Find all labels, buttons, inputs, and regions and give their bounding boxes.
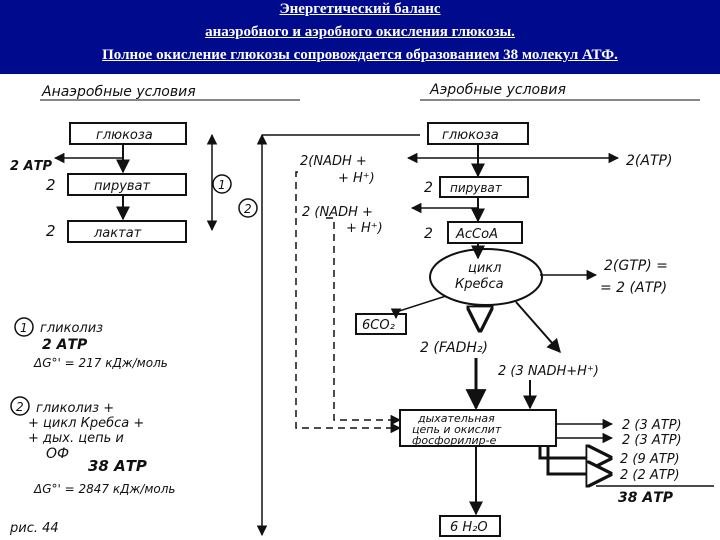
energy-balance-diagram: Анаэробные условия глюкоза 2 АТР 2 пирув…	[9, 82, 714, 537]
note-2-marker	[10, 396, 30, 416]
atp-result-3: 2 (9 АТР)	[620, 452, 680, 467]
atp-result-2: 2 (3 АТР)	[622, 433, 682, 448]
aerobic-glucose-box	[427, 122, 529, 145]
aerobic-heading: Аэробные условия	[429, 82, 566, 98]
aerobic-nadh3-label: 2 (3 NADH+H⁺)	[498, 364, 599, 379]
krebs-cycle-line1: цикл	[468, 261, 501, 276]
title-banner: Энергетический баланс анаэробного и аэро…	[0, 0, 720, 74]
range-1-marker	[212, 174, 232, 194]
aerobic-atp1-label: 2(АТР)	[626, 153, 672, 169]
note-2-line5: 38 АТР	[88, 457, 147, 475]
respiratory-chain-line1: дыхательная	[417, 412, 495, 425]
title-line-1: Энергетический баланс	[279, 1, 441, 17]
anaerobic-lactate-box	[67, 220, 187, 243]
anaerobic-pyruvate-coef: 2	[46, 176, 56, 194]
co2-label: 6CO₂	[362, 318, 395, 333]
aerobic-pyruvate-coef: 2	[424, 180, 433, 196]
aerobic-nadh2-line1: 2 (NADH +	[302, 205, 373, 220]
anaerobic-pyruvate-label: пируват	[94, 179, 151, 194]
aerobic-nadh1-line2: + H⁺)	[338, 171, 375, 186]
aerobic-nadh1-line1: 2(NADH +	[300, 154, 367, 169]
note-2-line3: + дых. цепь и	[28, 431, 124, 446]
respiratory-chain-line3: фосфорилир-е	[412, 434, 497, 447]
chain-atp-arrow-3	[538, 447, 610, 458]
title-line-3: Полное окисление глюкозы сопровождается …	[102, 47, 618, 63]
nadh1-dashed-line	[295, 171, 402, 434]
aerobic-pyruvate-box	[439, 176, 529, 198]
atp-result-4: 2 (2 АТР)	[620, 468, 680, 483]
anaerobic-glucose-label: глюкоза	[96, 128, 153, 143]
aerobic-acetyl-box	[447, 221, 523, 244]
note-2-line1: гликолиз +	[36, 401, 114, 416]
atp-result-1: 2 (3 АТР)	[622, 418, 682, 433]
anaerobic-atp-label: 2 АТР	[10, 159, 53, 174]
aerobic-gtp-line2: = 2 (АТР)	[600, 280, 667, 296]
aerobic-nadh2-line2: + H⁺)	[346, 221, 383, 236]
krebs-co2-arrow	[390, 295, 447, 320]
co2-box	[355, 313, 407, 335]
range-2-marker	[238, 198, 258, 218]
respiratory-chain-box	[399, 409, 557, 447]
note-1-line1: гликолиз	[40, 321, 103, 336]
note-1-marker	[14, 317, 34, 337]
note-2-line6: ΔG°' = 2847 кДж/моль	[33, 482, 175, 496]
range-1-marker-label: 1	[218, 178, 226, 192]
note-1-marker-label: 1	[20, 321, 28, 335]
aerobic-gtp-line1: 2(GTP) =	[604, 258, 668, 274]
note-2-line2: + цикл Кребса +	[28, 416, 144, 431]
water-label: 6 H₂O	[450, 520, 488, 535]
anaerobic-heading: Анаэробные условия	[41, 84, 196, 100]
note-1-line2: 2 АТР	[42, 337, 88, 353]
aerobic-acetyl-coef: 2	[424, 226, 433, 242]
anaerobic-lactate-coef: 2	[46, 222, 56, 240]
aerobic-fadh-label: 2 (FADH₂)	[420, 340, 488, 356]
aerobic-pyruvate-label: пируват	[450, 181, 503, 195]
krebs-cycle-line2: Кребса	[455, 277, 504, 292]
chain-atp-arrow-4	[546, 447, 610, 474]
anaerobic-glucose-box	[69, 122, 187, 145]
water-box	[439, 515, 501, 537]
aerobic-acetyl-label: AcCoA	[455, 227, 498, 242]
respiratory-chain-line2: цепь и окислит	[412, 423, 502, 436]
anaerobic-pyruvate-box	[67, 173, 187, 196]
nadh2-dashed-line	[326, 217, 402, 426]
anaerobic-lactate-label: лактат	[93, 226, 142, 241]
title-line-2: анаэробного и аэробного окисления глюкоз…	[205, 24, 515, 40]
atp-total-label: 38 АТР	[618, 490, 674, 506]
note-1-line3: ΔG°' = 217 кДж/моль	[33, 356, 168, 370]
range-2-marker-label: 2	[244, 202, 252, 216]
krebs-cycle-circle	[429, 248, 543, 306]
note-2-marker-label: 2	[16, 400, 24, 414]
figure-label: рис. 44	[9, 521, 59, 536]
aerobic-glucose-label: глюкоза	[442, 128, 499, 143]
note-2-line4: ОФ	[46, 446, 69, 462]
krebs-nadh3-arrow	[515, 301, 561, 354]
